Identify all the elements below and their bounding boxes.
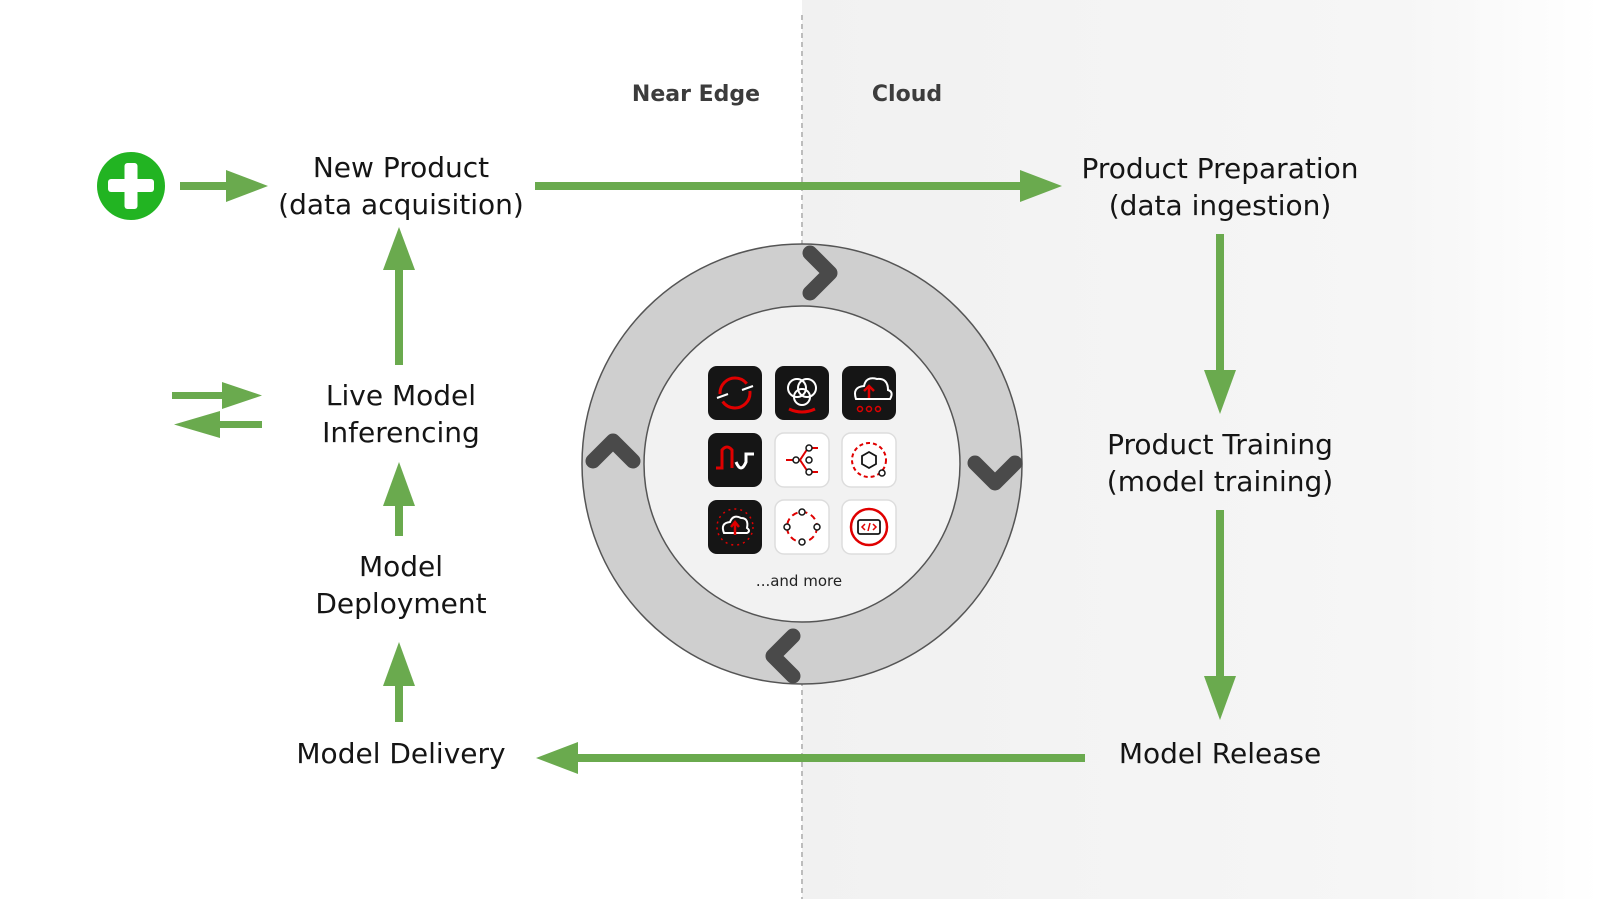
signal-wave-icon xyxy=(708,433,762,487)
node-model-release: Model Release xyxy=(1119,735,1321,772)
bidirectional-arrows-icon xyxy=(172,382,262,438)
zone-label-near-edge: Near Edge xyxy=(631,82,761,107)
node-new-product-subtitle: (data acquisition) xyxy=(278,188,524,221)
zone-label-cloud: Cloud xyxy=(871,82,943,107)
node-product-training-title: Product Training xyxy=(1107,428,1333,461)
arrow-new-product-to-preparation xyxy=(535,170,1062,202)
cloud-upload-icon xyxy=(842,366,896,420)
node-product-training: Product Training (model training) xyxy=(1107,426,1333,500)
brain-icon xyxy=(775,366,829,420)
arrow-training-to-release xyxy=(1204,510,1236,720)
cloud-refresh-icon xyxy=(708,500,762,554)
chevron-left-icon xyxy=(765,628,801,684)
node-live-model-inferencing-title: Live Model xyxy=(325,379,477,412)
node-model-delivery: Model Delivery xyxy=(296,735,505,772)
plus-circle-icon xyxy=(97,152,165,220)
product-icons-grid xyxy=(708,366,897,555)
node-product-preparation: Product Preparation (data ingestion) xyxy=(1082,150,1359,224)
chevron-down-icon xyxy=(967,455,1023,491)
node-product-preparation-title: Product Preparation xyxy=(1081,152,1359,185)
arrow-preparation-to-training xyxy=(1204,234,1236,414)
arrow-inferencing-to-new-product xyxy=(383,227,415,365)
node-product-preparation-subtitle: (data ingestion) xyxy=(1108,189,1332,222)
node-model-deployment: Model Deployment xyxy=(315,548,486,622)
node-live-model-inferencing-subtitle: Inferencing xyxy=(322,416,480,449)
node-new-product: New Product (data acquisition) xyxy=(278,149,524,223)
node-model-release-title: Model Release xyxy=(1118,737,1322,770)
arrow-deployment-to-inferencing xyxy=(383,462,415,536)
arrow-plus-to-new-product xyxy=(180,170,268,202)
chevron-up-icon xyxy=(585,433,641,469)
cycle-nodes-icon xyxy=(774,499,830,555)
node-model-delivery-title: Model Delivery xyxy=(296,737,506,770)
sync-icon xyxy=(708,366,762,420)
node-model-deployment-subtitle: Deployment xyxy=(315,587,487,620)
arrow-delivery-to-deployment xyxy=(383,642,415,722)
node-model-deployment-title: Model xyxy=(358,550,444,583)
chevron-right-icon xyxy=(802,245,838,301)
node-live-model-inferencing: Live Model Inferencing xyxy=(322,377,480,451)
code-window-icon xyxy=(841,499,897,555)
node-product-training-subtitle: (model training) xyxy=(1106,465,1334,498)
hexagon-dashed-icon xyxy=(841,432,897,488)
arrow-release-to-delivery xyxy=(536,742,1085,774)
node-new-product-title: New Product xyxy=(312,151,490,184)
and-more-label: ...and more xyxy=(755,572,843,590)
pipeline-icon xyxy=(774,432,830,488)
